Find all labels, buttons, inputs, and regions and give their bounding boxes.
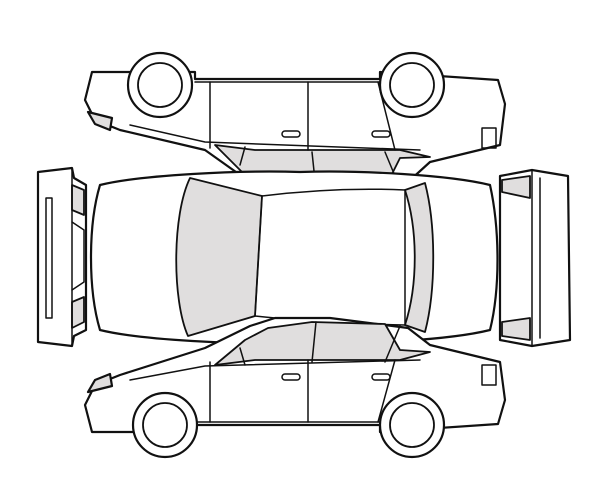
car-front-grille bbox=[71, 221, 85, 291]
car-front-bumper-inner bbox=[45, 197, 53, 319]
car-top-side-pillar-a bbox=[239, 146, 246, 166]
car-top-side-door-handle-rear bbox=[371, 130, 391, 138]
car-bottom-side-windows bbox=[214, 321, 431, 366]
car-front-view bbox=[36, 166, 88, 348]
car-bottom-side-headlight bbox=[86, 372, 114, 394]
car-top-side-belt-line bbox=[129, 124, 421, 151]
car-front-headlight-lower bbox=[71, 296, 85, 329]
car-side-view-top bbox=[83, 51, 507, 192]
car-rear-taillight-upper bbox=[501, 175, 531, 199]
car-side-view-bottom bbox=[83, 316, 507, 459]
car-front-headlight-upper bbox=[71, 184, 85, 216]
car-bottom-side-pillar-b bbox=[311, 321, 317, 363]
car-top-side-rim-rear bbox=[389, 62, 435, 108]
car-bottom-side-rim-rear bbox=[389, 402, 435, 448]
car-top-rear-window bbox=[404, 182, 435, 333]
car-top-side-headlight bbox=[86, 110, 114, 132]
car-bottom-side-pillar-a bbox=[239, 347, 246, 366]
car-top-windshield bbox=[175, 177, 263, 337]
car-rear-body bbox=[498, 168, 572, 348]
car-top-side-rim-front bbox=[137, 62, 183, 108]
car-bottom-side-door-line-rear bbox=[377, 359, 396, 423]
car-bottom-side-pillar-c bbox=[384, 325, 401, 363]
car-bottom-side-rim-front bbox=[142, 402, 188, 448]
car-rear-taillight-lower bbox=[501, 317, 531, 341]
car-bottom-side-door-handle-front bbox=[281, 373, 301, 381]
car-top-side-door-handle-front bbox=[281, 130, 301, 138]
car-bottom-side-taillight bbox=[481, 364, 497, 386]
car-top-view bbox=[89, 170, 499, 345]
car-top-side-taillight bbox=[481, 127, 497, 149]
car-top-roof-front-edge bbox=[254, 195, 263, 317]
car-bottom-side-belt-line bbox=[129, 359, 421, 381]
car-bottom-side-door-handle-rear bbox=[371, 373, 391, 381]
car-rear-view bbox=[498, 168, 572, 348]
car-top-roof-side-upper bbox=[261, 188, 406, 197]
